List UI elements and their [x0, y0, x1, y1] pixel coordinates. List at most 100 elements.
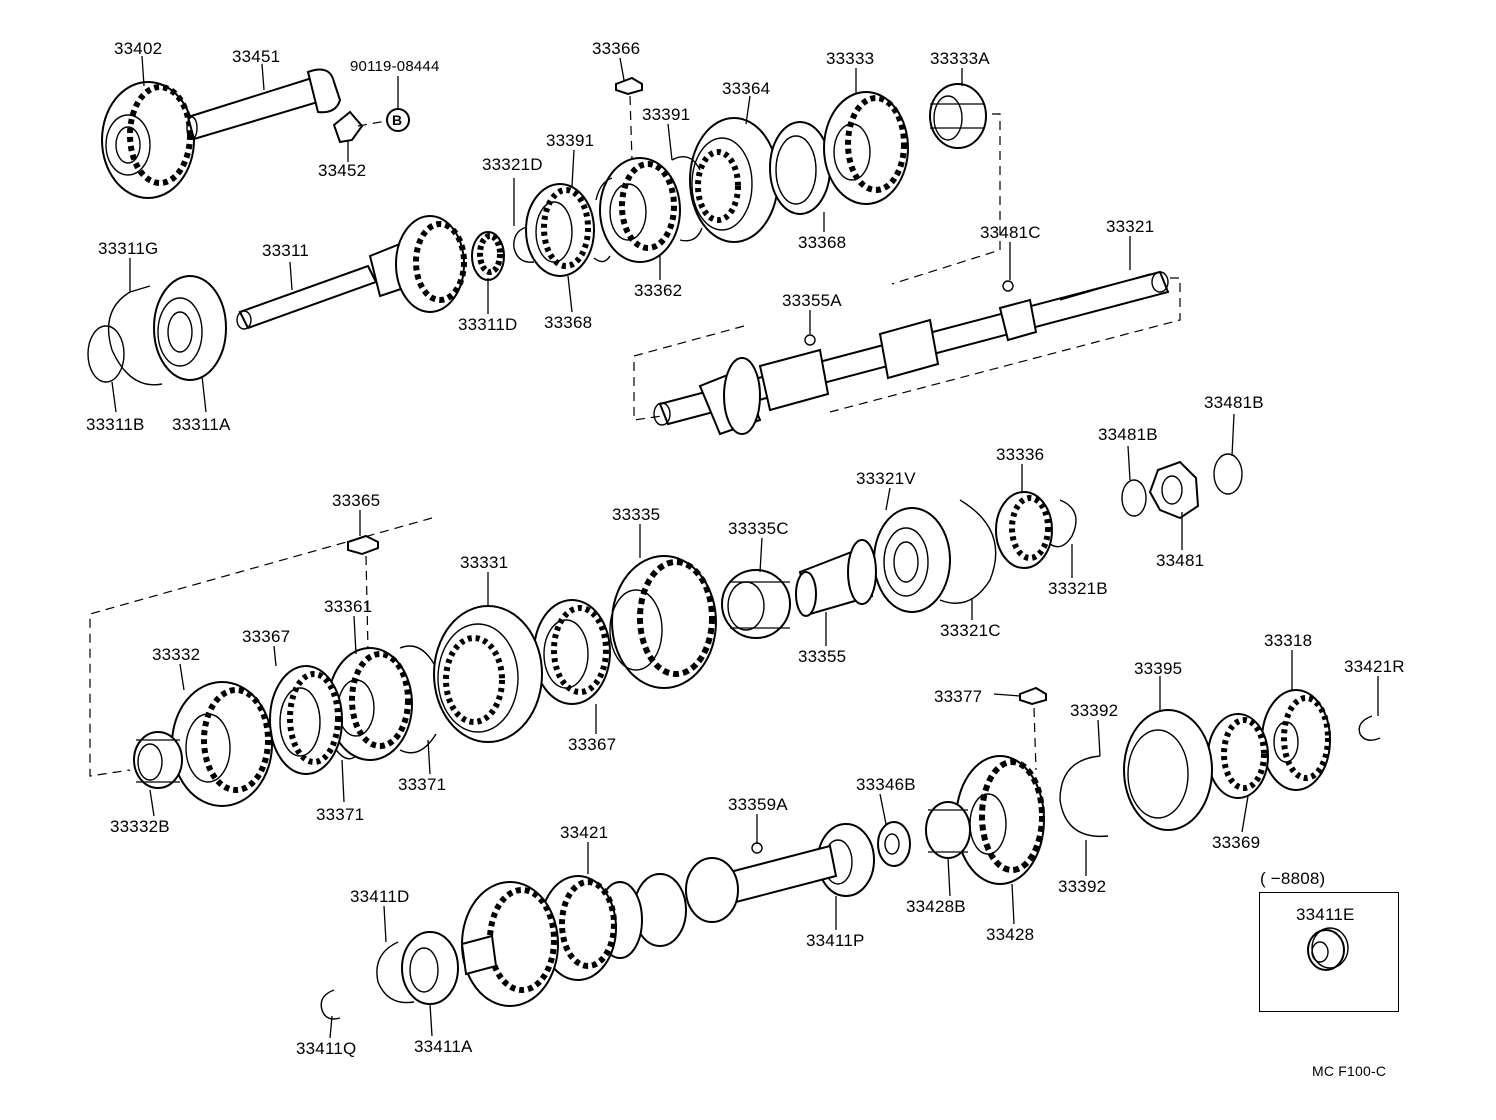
note-part-label: 33411E: [1296, 905, 1355, 924]
label-33335C: 33335C: [728, 519, 789, 538]
bearing-33321V: [873, 507, 951, 613]
snap-ring-33321C: [939, 499, 997, 604]
gear-cluster-33421: [460, 844, 838, 1007]
shaft-33451: [186, 68, 342, 141]
label-33481B-b: 33481B: [1204, 393, 1264, 412]
spring-33392: [1059, 755, 1109, 838]
label-33355A: 33355A: [782, 291, 842, 310]
spacer-33355: [795, 539, 877, 617]
label-33332: 33332: [152, 645, 201, 664]
label-33421: 33421: [560, 823, 609, 842]
label-33333: 33333: [826, 49, 875, 68]
washer-33346B: [877, 821, 911, 867]
label-33377: 33377: [934, 687, 983, 706]
label-33367-left: 33367: [242, 627, 291, 646]
key-33377: [1019, 686, 1047, 706]
ring-33368-lower: [525, 183, 595, 277]
ring-33367-left: [269, 665, 343, 775]
key-33366: [615, 76, 643, 96]
gear-33333: [823, 91, 909, 205]
label-33481C: 33481C: [980, 223, 1041, 242]
label-33359A: 33359A: [728, 795, 788, 814]
label-33321B: 33321B: [1048, 579, 1108, 598]
label-33371-left: 33371: [316, 805, 365, 824]
bearing-33428B: [925, 801, 971, 859]
gear-33402: [101, 81, 195, 199]
sleeve-33364: [689, 117, 779, 243]
bearing-33333A: [929, 83, 987, 149]
label-33336: 33336: [996, 445, 1045, 464]
bearing-33311A: [153, 275, 227, 381]
label-33369: 33369: [1212, 833, 1261, 852]
label-33321V: 33321V: [856, 469, 916, 488]
ring-33369: [1207, 713, 1269, 799]
label-33355: 33355: [798, 647, 847, 666]
snap-ring-33421R: [1358, 715, 1381, 741]
snap-ring-33411D: [376, 941, 415, 1004]
label-33333A: 33333A: [930, 49, 990, 68]
label-33411A: 33411A: [414, 1037, 473, 1056]
label-33311A: 33311A: [172, 415, 231, 434]
spring-33371: [399, 733, 437, 754]
ring-33368-top: [769, 121, 831, 215]
snap-ring-33321D: [513, 225, 535, 263]
label-33311B: 33311B: [86, 415, 145, 434]
label-33361: 33361: [324, 597, 373, 616]
gear-33332: [171, 681, 273, 807]
ring-33367-right: [533, 599, 611, 705]
label-33365: 33365: [332, 491, 381, 510]
snap-ring-33321B: [1049, 499, 1077, 548]
label-33311: 33311: [262, 241, 310, 260]
label-33428B: 33428B: [906, 897, 966, 916]
label-33321D: 33321D: [482, 155, 543, 174]
snap-ring-33311B: [87, 325, 125, 383]
note-range: ( −8808): [1260, 869, 1326, 888]
footer-code: MC F100-C: [1312, 1063, 1387, 1079]
plate-33452: [332, 110, 364, 144]
label-33346B: 33346B: [856, 775, 916, 794]
label-33395: 33395: [1134, 659, 1183, 678]
key-33365: [347, 534, 379, 556]
label-33392-a: 33392: [1070, 701, 1119, 720]
label-33311G: 33311G: [98, 239, 159, 258]
label-33318: 33318: [1264, 631, 1313, 650]
bearing-33411A: [401, 931, 459, 1005]
label-33368-lower: 33368: [544, 313, 593, 332]
ball-33481C: [1002, 280, 1014, 292]
label-90119-08444: 90119-08444: [350, 58, 440, 75]
label-33368-top: 33368: [798, 233, 847, 252]
nut-33481: [1148, 460, 1200, 520]
ball-33359A: [751, 842, 763, 854]
label-33367-right: 33367: [568, 735, 617, 754]
label-33481B-a: 33481B: [1098, 425, 1158, 444]
label-33335: 33335: [612, 505, 661, 524]
sleeve-33395: [1123, 709, 1213, 831]
label-33391-a: 33391: [642, 105, 691, 124]
snap-ring-33481B-b: [1213, 453, 1243, 495]
label-33452: 33452: [318, 161, 367, 180]
label-33411P: 33411P: [806, 931, 865, 950]
label-33451: 33451: [232, 47, 281, 66]
shaft-33321: [653, 270, 1170, 436]
snap-ring-33411Q: [320, 989, 341, 1020]
bearing-33335C: [721, 569, 791, 639]
label-33362: 33362: [634, 281, 683, 300]
ball-33355A: [804, 334, 816, 346]
bearing-33332B: [133, 731, 183, 789]
label-33421R: 33421R: [1344, 657, 1405, 676]
label-33331: 33331: [460, 553, 509, 572]
shaft-33311: [236, 215, 505, 330]
label-33391-b: 33391: [546, 131, 595, 150]
gear-33318: [1261, 689, 1331, 791]
gear-33336: [995, 491, 1053, 569]
label-33311D: 33311D: [458, 315, 518, 334]
hub-33362: [599, 157, 681, 263]
snap-ring-33481B-a: [1121, 479, 1147, 517]
label-33332B: 33332B: [110, 817, 170, 836]
label-b: B: [392, 112, 403, 128]
label-33402: 33402: [114, 39, 163, 58]
sleeve-33331: [433, 605, 543, 743]
label-33411D: 33411D: [350, 887, 410, 906]
